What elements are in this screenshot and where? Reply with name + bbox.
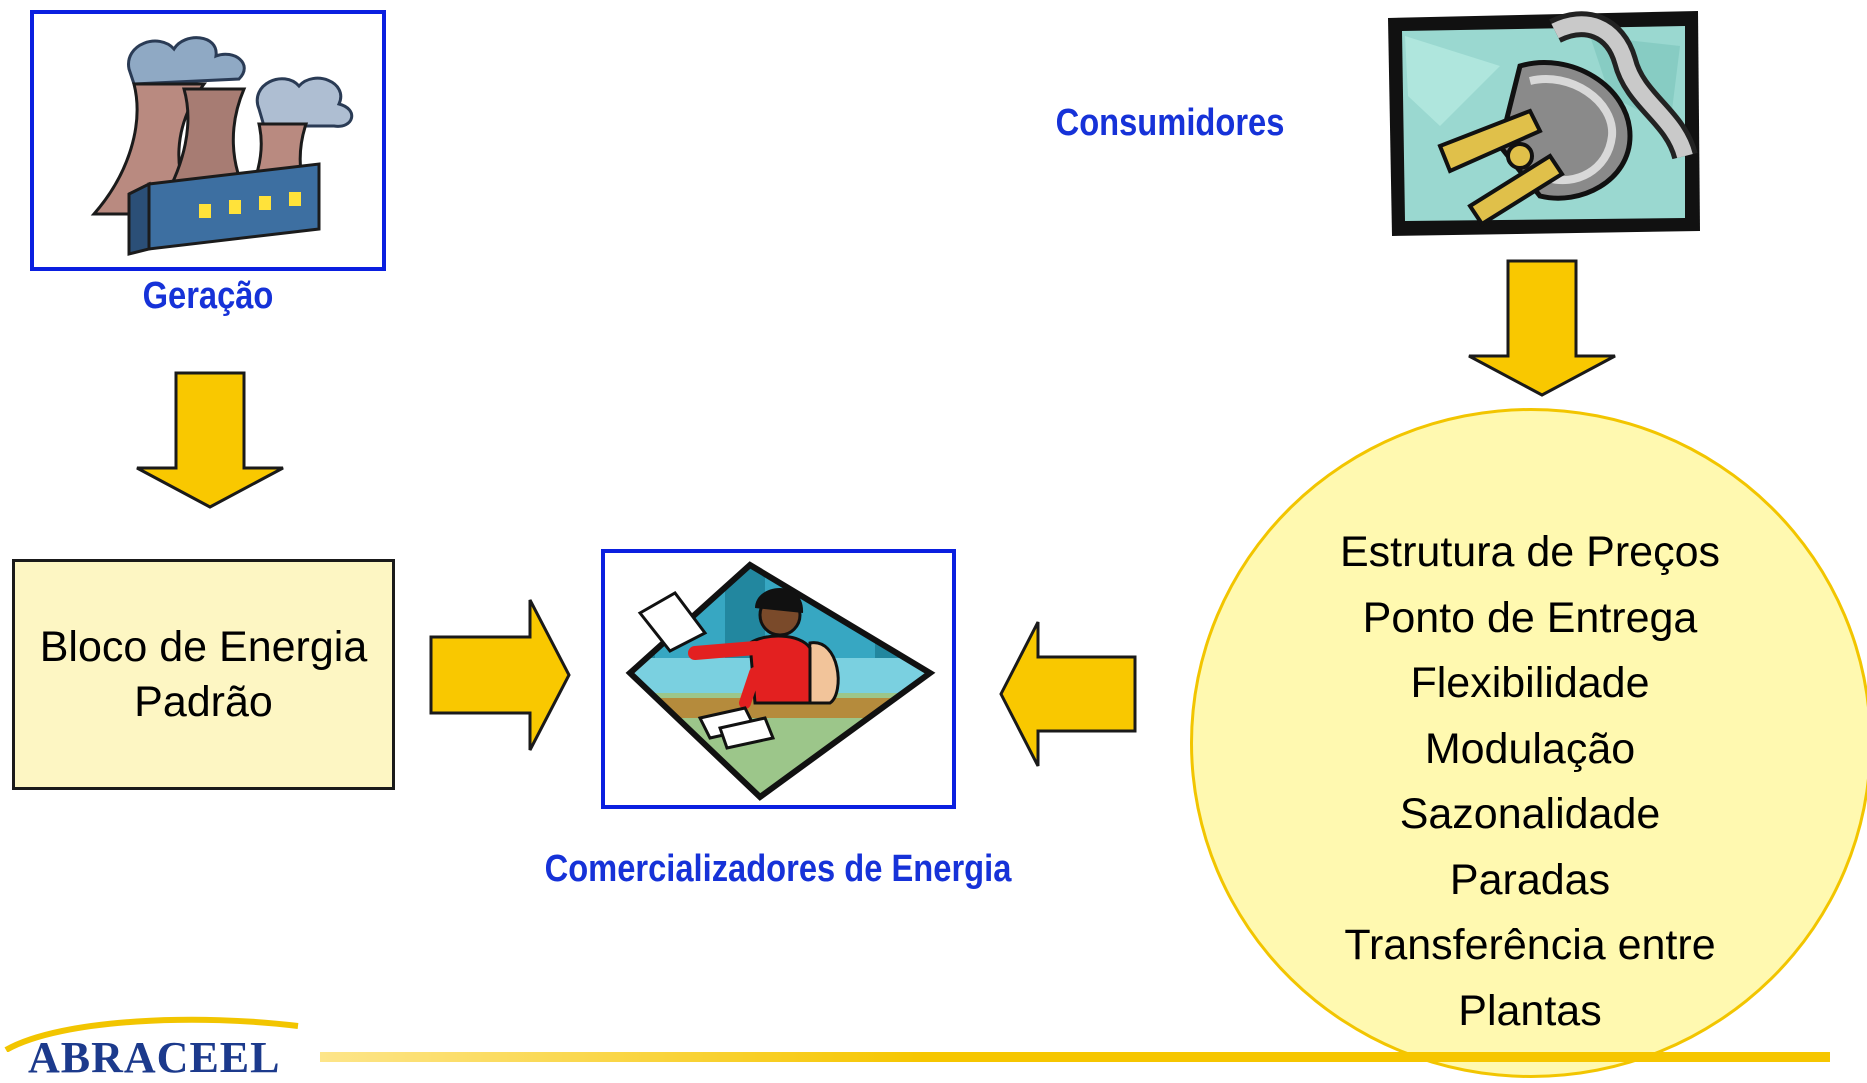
arrow-right-block <box>429 599 571 751</box>
abraceel-logo: ABRACEEL <box>28 1033 281 1082</box>
power-plant-frame <box>30 10 386 271</box>
logo-arc <box>4 1016 299 1052</box>
block-line-2: Padrão <box>134 677 273 726</box>
requirement-item: Modulação <box>1424 724 1636 773</box>
consumers-label: Consumidores <box>1055 102 1285 144</box>
trader-at-desk-icon <box>625 561 936 801</box>
footer-divider <box>320 1052 1830 1062</box>
requirement-item: Estrutura de Preços <box>1339 528 1720 576</box>
requirement-item: Flexibilidade <box>1410 659 1650 707</box>
requirement-item: Paradas <box>1449 855 1611 904</box>
power-plug-icon <box>1388 11 1700 236</box>
power-plug-frame <box>1380 6 1705 238</box>
arrow-down-generation <box>136 371 284 509</box>
arrow-left-requirements <box>999 621 1137 767</box>
requirements-list: Estrutura de Preços Ponto de Entrega Fle… <box>1290 520 1770 1044</box>
generation-label: Geração <box>142 275 274 317</box>
standard-energy-block: Bloco de Energia Padrão <box>12 559 395 790</box>
requirement-item: Ponto de Entrega <box>1362 593 1698 642</box>
requirement-item: Sazonalidade <box>1399 790 1661 838</box>
arrow-down-consumers <box>1468 259 1616 397</box>
traders-frame <box>601 549 956 809</box>
requirement-item: Plantas <box>1458 986 1602 1035</box>
requirement-item: Transferência entre <box>1344 921 1716 969</box>
block-line-1: Bloco de Energia <box>39 622 368 671</box>
power-plant-icon <box>90 36 353 256</box>
traders-label: Comercializadores de Energia <box>544 848 1012 890</box>
